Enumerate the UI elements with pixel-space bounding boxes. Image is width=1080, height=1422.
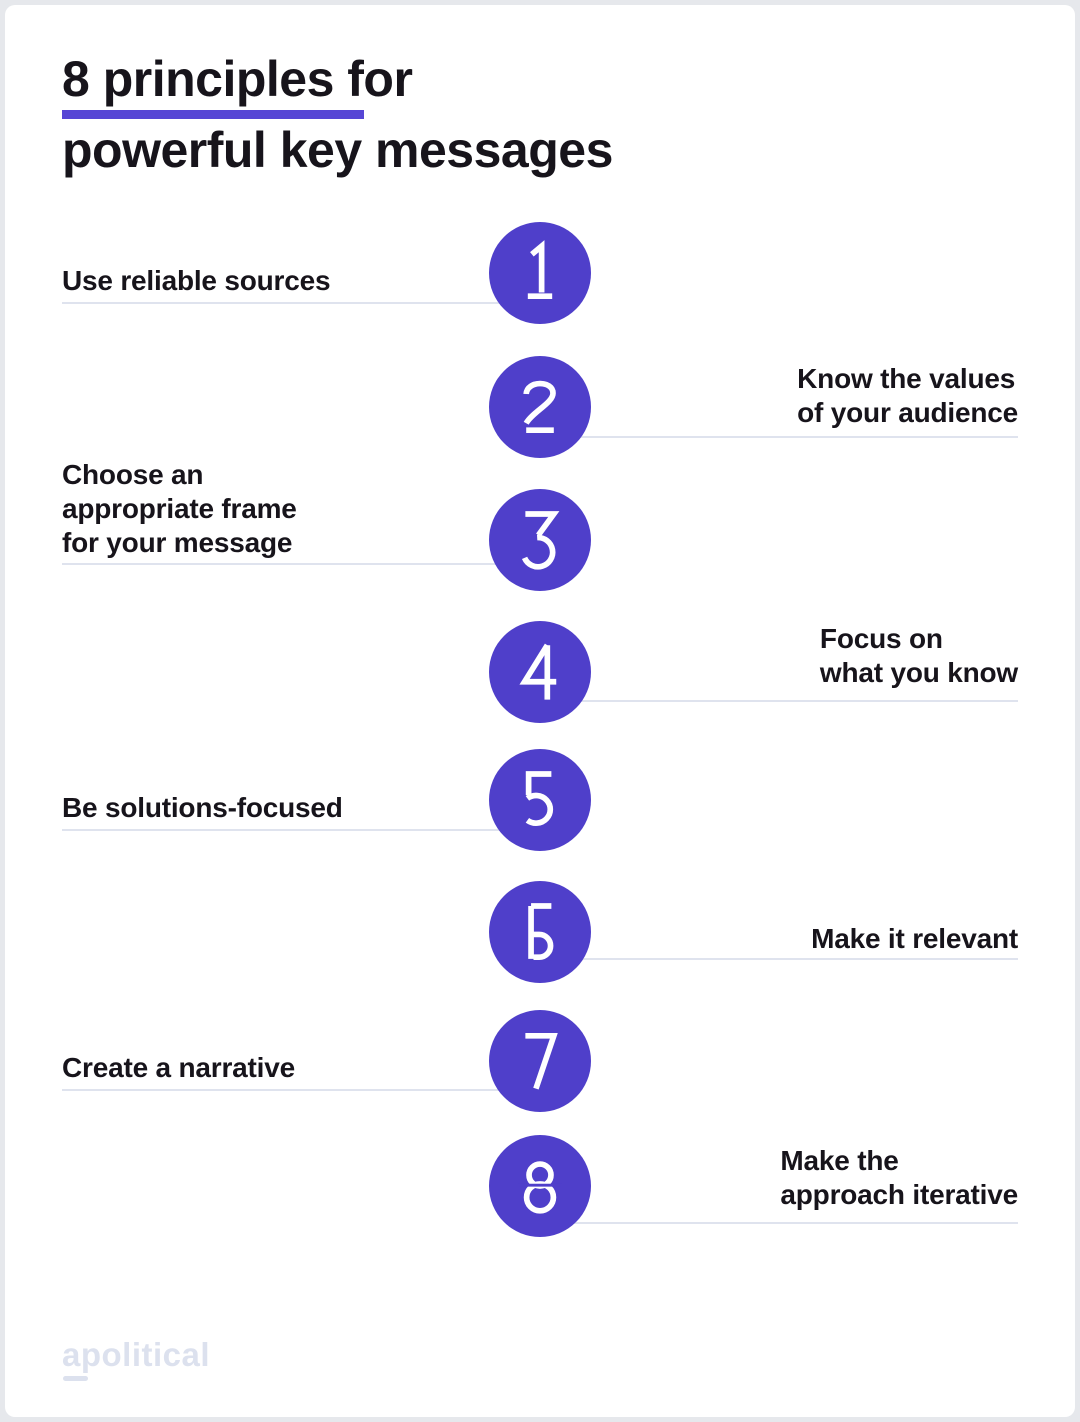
principle-label-2: Know the values of your audience bbox=[797, 362, 1018, 430]
apolitical-logo: apolitical bbox=[62, 1336, 211, 1373]
principle-label-5: Be solutions-focused bbox=[62, 791, 343, 825]
principle-label-6-line-1: Make it relevant bbox=[811, 923, 1018, 954]
page-title-line-2: powerful key messages bbox=[62, 122, 613, 178]
principle-label-3-line-1: Choose an bbox=[62, 459, 204, 490]
digit-6-icon bbox=[528, 903, 554, 961]
digit-8-icon bbox=[518, 1161, 562, 1214]
number-badge-5 bbox=[489, 749, 591, 851]
digit-3-icon bbox=[521, 511, 560, 570]
principle-label-7-line-1: Create a narrative bbox=[62, 1052, 295, 1083]
digit-5-icon bbox=[525, 771, 554, 826]
principle-label-3: Choose an appropriate frame for your mes… bbox=[62, 458, 297, 560]
number-badge-4 bbox=[489, 621, 591, 723]
title-underline bbox=[62, 110, 364, 119]
apolitical-logo-underline bbox=[63, 1376, 88, 1381]
principle-label-2-line-1: Know the values bbox=[797, 363, 1016, 394]
number-badge-8 bbox=[489, 1135, 591, 1237]
number-badge-1 bbox=[489, 222, 591, 324]
divider-line-6 bbox=[540, 958, 1018, 960]
digit-4-icon bbox=[519, 643, 557, 700]
divider-line-1 bbox=[62, 302, 540, 304]
digit-7-icon bbox=[525, 1032, 558, 1090]
number-badge-3 bbox=[489, 489, 591, 591]
principle-label-1-line-1: Use reliable sources bbox=[62, 265, 331, 296]
divider-line-4 bbox=[540, 700, 1018, 702]
divider-line-7 bbox=[62, 1089, 540, 1091]
principle-label-4-line-1: Focus on bbox=[819, 623, 943, 654]
principle-label-4-line-2: what you know bbox=[819, 657, 1018, 688]
number-badge-2 bbox=[489, 356, 591, 458]
digit-1-icon bbox=[527, 240, 553, 299]
principle-label-2-line-2: of your audience bbox=[797, 397, 1018, 428]
digit-2-icon bbox=[523, 380, 556, 433]
principle-label-3-line-3: for your message bbox=[62, 527, 293, 558]
divider-line-2 bbox=[540, 436, 1018, 438]
principle-label-4: Focus on what you know bbox=[820, 622, 1018, 690]
principle-label-8-line-2: approach iterative bbox=[780, 1179, 1018, 1210]
page-title-line-1: 8 principles for bbox=[62, 51, 413, 107]
principle-label-8: Make the approach iterative bbox=[780, 1144, 1018, 1212]
principle-label-6: Make it relevant bbox=[811, 922, 1018, 956]
principle-label-7: Create a narrative bbox=[62, 1051, 295, 1085]
divider-line-8 bbox=[540, 1222, 1018, 1224]
divider-line-3 bbox=[62, 563, 540, 565]
number-badge-6 bbox=[489, 881, 591, 983]
principle-label-1: Use reliable sources bbox=[62, 264, 331, 298]
divider-line-5 bbox=[62, 829, 540, 831]
principle-label-8-line-1: Make the bbox=[780, 1145, 899, 1176]
number-badge-7 bbox=[489, 1010, 591, 1112]
principle-label-5-line-1: Be solutions-focused bbox=[62, 792, 343, 823]
principle-label-3-line-2: appropriate frame bbox=[62, 493, 297, 524]
